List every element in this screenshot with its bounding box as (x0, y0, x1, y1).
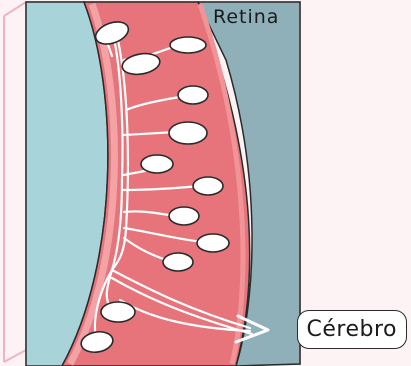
cell-8 (169, 207, 199, 225)
cell-2 (170, 37, 206, 53)
brain-label: Cérebro (297, 310, 407, 349)
cell-5 (169, 122, 207, 144)
cell-10 (163, 253, 193, 271)
retina-label: Retina (213, 6, 279, 28)
cell-4 (178, 86, 208, 104)
cell-7 (193, 177, 223, 195)
cell-11 (101, 302, 135, 322)
cell-6 (141, 155, 173, 173)
cell-9 (197, 234, 229, 252)
